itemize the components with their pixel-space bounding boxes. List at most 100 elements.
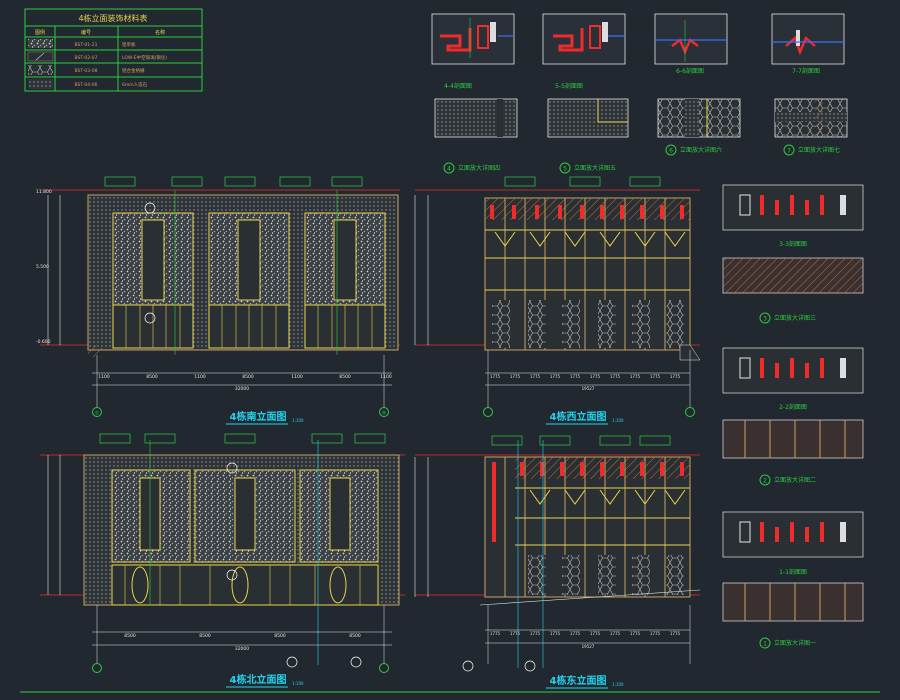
dim-value: 1775 xyxy=(610,374,621,379)
level-ground: -0.600 xyxy=(36,339,51,345)
axis-label: ① xyxy=(95,411,100,417)
elevation-scale: 1:100 xyxy=(292,681,304,686)
dim-value: 8500 xyxy=(349,633,361,639)
detail-number: 1 xyxy=(763,641,767,648)
dim-value: 8500 xyxy=(242,374,254,380)
dense-pattern-swatch xyxy=(28,39,53,48)
dim-value: 1775 xyxy=(590,374,601,379)
east-elevation: 1775 1775 1775 1775 1775 1775 1775 1775 … xyxy=(414,435,701,689)
right-detail-3-enlarged: 3 立面放大详图三 xyxy=(722,257,864,324)
dim-value: 1100 xyxy=(194,374,206,380)
dim-value: 1775 xyxy=(590,631,601,636)
south-elevation: 11.800 5.500 -0.600 1100 8500 1100 8500 … xyxy=(36,176,400,425)
right-detail-2-enlarged: 2 立面放大详图二 xyxy=(722,419,864,486)
enlarged-detail-4: 4 立面放大详图四 xyxy=(434,98,518,174)
dim-value: 1775 xyxy=(570,374,581,379)
dim-value: 8500 xyxy=(199,633,211,639)
elevation-scale: 1:100 xyxy=(612,682,624,687)
level-mid: 5.500 xyxy=(36,264,49,270)
detail-label: 1-1剖面图 xyxy=(779,568,807,576)
dim-value: 1775 xyxy=(550,374,561,379)
legend-row-name: 6mm人造石 xyxy=(122,81,148,88)
legend-header-icon: 图例 xyxy=(35,29,45,36)
dim-value: 1775 xyxy=(550,631,561,636)
enlarged-detail-7: 7 立面放大详图七 xyxy=(774,98,848,156)
detail-number: 4 xyxy=(447,166,451,173)
dim-value: 1775 xyxy=(670,631,681,636)
detail-label: 3-3剖面图 xyxy=(779,240,807,248)
dim-value: 1775 xyxy=(670,374,681,379)
dim-total: 32000 xyxy=(235,646,249,652)
section-label: 5-5剖面图 xyxy=(555,82,583,90)
detail-number: 5 xyxy=(563,166,567,173)
dim-total: 32000 xyxy=(235,386,249,392)
section-label: 4-4剖面图 xyxy=(444,82,472,90)
dim-value: 1775 xyxy=(610,631,621,636)
detail-label: 立面放大详图四 xyxy=(458,164,500,172)
dim-value: 1775 xyxy=(490,374,501,379)
enlarged-detail-6: 6 立面放大详图六 xyxy=(657,98,741,156)
dim-value: 1775 xyxy=(510,631,521,636)
legend-row-code: BST-02-07 xyxy=(75,55,98,61)
grid-swatch xyxy=(28,65,53,75)
dim-value: 1775 xyxy=(630,374,641,379)
detail-label: 2-2剖面图 xyxy=(779,403,807,411)
elevation-title: 4栋西立面图 xyxy=(550,410,607,423)
detail-number: 2 xyxy=(763,478,767,485)
detail-label: 立面放大详图二 xyxy=(774,476,816,484)
detail-label: 立面放大详图三 xyxy=(774,314,816,322)
dim-total: 19527 xyxy=(582,386,595,391)
legend-header-name: 名称 xyxy=(155,29,165,36)
legend-row-code: BST-04-06 xyxy=(75,82,98,88)
section-label: 7-7剖面图 xyxy=(792,67,820,75)
section-detail-4: 4-4剖面图 xyxy=(431,13,515,90)
dim-value: 1775 xyxy=(510,374,521,379)
glass-swatch xyxy=(27,51,54,62)
detail-label: 立面放大详图五 xyxy=(574,164,616,172)
dim-total: 19527 xyxy=(582,644,595,649)
dim-value: 8500 xyxy=(124,633,136,639)
elevation-title: 4栋北立面图 xyxy=(230,673,287,686)
dim-value: 1775 xyxy=(570,631,581,636)
elevation-scale: 1:100 xyxy=(292,418,304,423)
elevation-title: 4栋南立面图 xyxy=(230,410,287,423)
right-detail-1-enlarged: 1 立面放大详图一 xyxy=(722,582,864,649)
detail-label: 立面放大详图一 xyxy=(774,639,816,647)
right-detail-2-section: 2-2剖面图 xyxy=(722,347,864,411)
legend-row-code: BST-03-08 xyxy=(75,68,98,74)
detail-label: 立面放大详图六 xyxy=(680,146,722,154)
west-elevation: 1775 1775 1775 1775 1775 1775 1775 1775 … xyxy=(414,176,701,425)
detail-number: 3 xyxy=(763,316,767,323)
detail-number: 6 xyxy=(669,148,673,155)
legend-row-name: LOW-E中空玻璃(钢化) xyxy=(122,54,167,61)
legend-title: 4栋立面装饰材料表 xyxy=(78,13,147,23)
section-label: 6-6剖面图 xyxy=(676,67,704,75)
dim-value: 1775 xyxy=(530,374,541,379)
legend-row-name: 铝单板 xyxy=(122,41,136,48)
enlarged-detail-5: 5 立面放大详图五 xyxy=(547,98,629,174)
north-elevation: 8500 8500 8500 8500 32000 4栋北立面图 1:100 xyxy=(40,433,405,688)
legend-row-code: BST-01-21 xyxy=(75,42,98,48)
dim-value: 8500 xyxy=(274,633,286,639)
stone-swatch xyxy=(28,79,53,89)
elevation-scale: 1:100 xyxy=(612,418,624,423)
section-detail-6: 6-6剖面图 xyxy=(654,13,728,75)
dim-value: 1100 xyxy=(380,374,392,380)
dim-value: 8500 xyxy=(146,374,158,380)
dim-value: 8500 xyxy=(339,374,351,380)
dim-value: 1775 xyxy=(650,631,661,636)
material-legend-table: 4栋立面装饰材料表 图例 编号 名称 BST-01-21 铝单板 BST-02-… xyxy=(24,8,203,92)
level-top: 11.800 xyxy=(36,189,52,195)
legend-row-name: 铝合金格栅 xyxy=(122,67,145,74)
dim-value: 1775 xyxy=(630,631,641,636)
section-detail-5: 5-5剖面图 xyxy=(542,13,626,90)
detail-number: 7 xyxy=(787,148,791,155)
axis-label: ⑨ xyxy=(382,411,386,417)
detail-label: 立面放大详图七 xyxy=(798,146,840,154)
legend-header-code: 编号 xyxy=(81,29,91,36)
dim-value: 1100 xyxy=(291,374,303,380)
dim-value: 1775 xyxy=(530,631,541,636)
elevation-title: 4栋东立面图 xyxy=(550,674,607,687)
right-detail-3-section: 3-3剖面图 xyxy=(722,184,864,248)
